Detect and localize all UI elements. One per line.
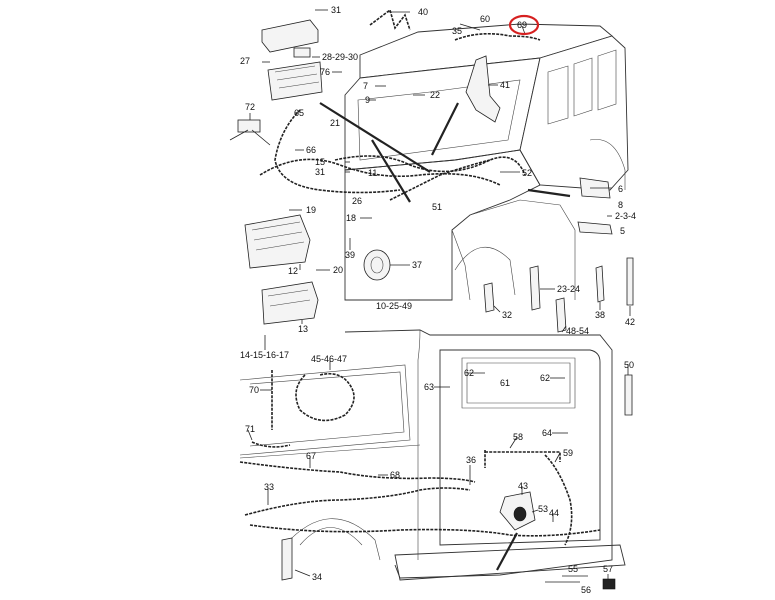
callout-52: 52 — [522, 168, 532, 178]
callout-62a: 62 — [464, 368, 474, 378]
part-71-wire — [251, 441, 291, 448]
callout-55: 55 — [568, 564, 578, 574]
callout-58: 58 — [513, 432, 523, 442]
callout-37: 37 — [412, 260, 422, 270]
callout-12: 12 — [288, 266, 298, 276]
part-72-relay — [229, 119, 271, 146]
part-41-bracket — [465, 55, 501, 123]
callout-45-46-47: 45-46-47 — [311, 354, 347, 364]
callout-18: 18 — [346, 213, 356, 223]
callout-8: 8 — [618, 200, 623, 210]
callout-61: 61 — [500, 378, 510, 388]
callout-64: 64 — [542, 428, 552, 438]
rear-harness-59 — [544, 454, 573, 546]
part-23-24 — [529, 265, 541, 311]
callout-66: 66 — [306, 145, 316, 155]
callout-13: 13 — [298, 324, 308, 334]
front-harness — [259, 158, 501, 186]
callout-42: 42 — [625, 317, 635, 327]
callout-41: 41 — [500, 80, 510, 90]
vehicle-front-outline — [344, 23, 629, 301]
callout-44: 44 — [549, 508, 559, 518]
part-43-motor — [499, 491, 536, 531]
part-12-ecu — [244, 214, 311, 269]
callout-28-29-30: 28-29-30 — [322, 52, 358, 62]
callout-26: 26 — [352, 196, 362, 206]
callout-31: 31 — [331, 5, 341, 15]
callout-32: 32 — [502, 310, 512, 320]
dash-harness — [334, 155, 526, 176]
callout-15: 15 — [315, 157, 325, 167]
part-5-lamp — [577, 221, 613, 235]
harness-40 — [369, 8, 411, 31]
callout-67: 67 — [306, 451, 316, 461]
callout-76: 76 — [320, 67, 330, 77]
callout-34: 34 — [312, 572, 322, 582]
callout-63: 63 — [424, 382, 434, 392]
callout-27: 27 — [240, 56, 250, 66]
part-42 — [626, 257, 634, 306]
callout-14-15-16-17: 14-15-16-17 — [240, 350, 289, 360]
callout-50: 50 — [624, 360, 634, 370]
callout-7: 7 — [363, 81, 368, 91]
callout-72: 72 — [245, 102, 255, 112]
roof-harness — [454, 32, 541, 41]
callout-6: 6 — [618, 184, 623, 194]
callout-33: 33 — [264, 482, 274, 492]
part-37-horn — [363, 249, 391, 281]
callout-53: 53 — [538, 504, 548, 514]
callout-71: 71 — [245, 424, 255, 434]
callout-36: 36 — [466, 455, 476, 465]
part-32 — [483, 282, 495, 313]
callout-43: 43 — [518, 481, 528, 491]
callout-19: 19 — [306, 205, 316, 215]
callout-69: 69 — [517, 20, 527, 30]
part-27-fusebox — [261, 19, 323, 101]
callout-labels: 31 40 60 69 35 27 28-29-30 76 9 7 41 22 … — [240, 5, 636, 595]
part-45-loop — [295, 372, 355, 422]
callout-59: 59 — [563, 448, 573, 458]
callout-31b: 31 — [315, 167, 325, 177]
part-48-54 — [555, 297, 567, 333]
callout-21: 21 — [330, 118, 340, 128]
callout-23-24: 23-24 — [557, 284, 580, 294]
callout-22: 22 — [430, 90, 440, 100]
part-57-switch — [602, 578, 616, 590]
harness-58 — [484, 450, 561, 468]
callout-48-54: 48-54 — [566, 326, 589, 336]
callout-56: 56 — [581, 585, 591, 595]
callout-9: 9 — [365, 95, 370, 105]
callout-57: 57 — [603, 564, 613, 574]
rear-harness-lower — [249, 524, 601, 537]
callout-62b: 62 — [540, 373, 550, 383]
part-50 — [624, 374, 633, 416]
part-38 — [595, 265, 605, 303]
callout-51: 51 — [432, 202, 442, 212]
part-34 — [281, 537, 293, 581]
highlight-circle — [508, 14, 540, 36]
callout-38: 38 — [595, 310, 605, 320]
callout-68: 68 — [390, 470, 400, 480]
part-13-module — [261, 281, 319, 325]
harness-51 — [389, 159, 491, 201]
callout-5: 5 — [620, 226, 625, 236]
callout-2-3-4: 2-3-4 — [615, 211, 636, 221]
callout-10-25-49: 10-25-49 — [376, 301, 412, 311]
callout-60: 60 — [480, 14, 490, 24]
callout-40: 40 — [418, 7, 428, 17]
callout-11: 11 — [368, 168, 377, 178]
engine-harness — [274, 109, 401, 194]
callout-65: 65 — [294, 108, 304, 118]
callout-39: 39 — [345, 250, 355, 260]
callout-35: 35 — [452, 26, 462, 36]
callout-70: 70 — [249, 385, 259, 395]
callout-20: 20 — [333, 265, 343, 275]
leader-lines — [247, 9, 631, 583]
rear-harness-33 — [244, 487, 471, 516]
vehicle-rear-outline — [239, 329, 626, 581]
rear-harness-67 — [239, 461, 476, 483]
